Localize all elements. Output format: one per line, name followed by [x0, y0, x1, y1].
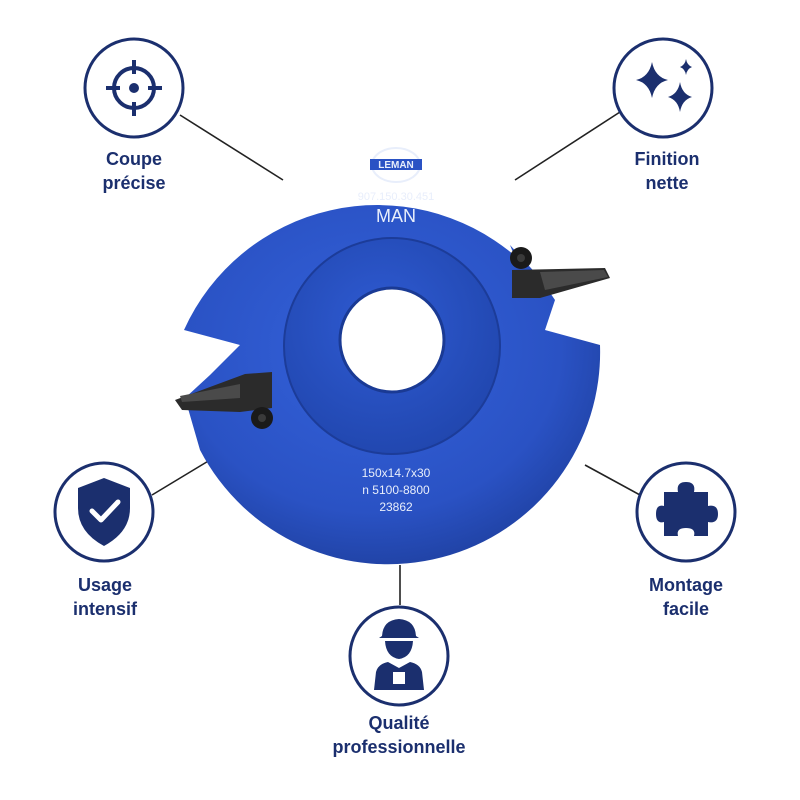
connector-line-coupe: [179, 114, 284, 181]
feature-label-coupe: Coupe précise: [102, 149, 166, 193]
cutter-dimensions: 150x14.7x30: [362, 466, 431, 480]
sparkles-icon: [636, 59, 692, 112]
shield-check-icon: [78, 478, 130, 546]
worker-icon: [374, 619, 424, 690]
cutter-rpm: n 5100-8800: [362, 483, 430, 497]
rotation-mark: MAN: [376, 206, 416, 226]
hub-ring: [283, 237, 501, 455]
crosshair-icon: [106, 60, 162, 116]
cutter-serial: 23862: [379, 500, 413, 514]
connector-line-usage: [151, 459, 211, 496]
cutter-head: LEMAN 907.150.30.451 MAN 150x14.7x30 n 5…: [175, 147, 610, 565]
feature-coupe: [83, 37, 185, 139]
feature-qualite: [348, 605, 450, 707]
feature-label-qualite: Qualité professionnelle: [332, 713, 466, 757]
feature-label-montage: Montage facile: [649, 575, 723, 619]
cutter-bore: [338, 286, 446, 394]
connector-line-montage: [584, 464, 641, 496]
connector-line-finition: [514, 111, 621, 181]
connector-lines: [151, 111, 641, 605]
knife-insert-left: [175, 372, 273, 429]
brand-logo-text: LEMAN: [378, 160, 414, 171]
brand-logo: LEMAN: [370, 147, 422, 183]
feature-label-finition: Finition nette: [634, 149, 700, 193]
feature-finition: [612, 37, 714, 139]
feature-montage: [635, 461, 737, 563]
feature-label-usage: Usage intensif: [72, 575, 137, 619]
part-number: 907.150.30.451: [358, 191, 434, 203]
knife-insert-right: [510, 247, 610, 298]
puzzle-piece-icon: [656, 482, 718, 536]
feature-usage: [53, 461, 155, 563]
